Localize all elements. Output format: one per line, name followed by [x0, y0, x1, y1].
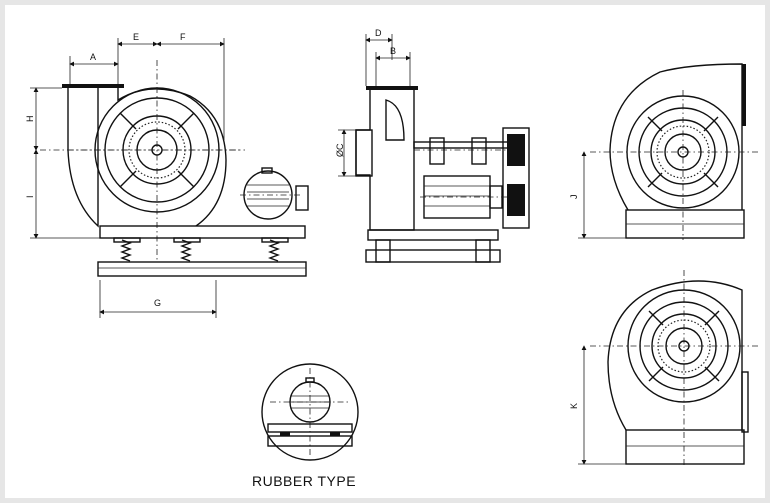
rear-view-top: J — [569, 63, 760, 240]
outlet-flange — [62, 84, 124, 88]
rubber-type-detail: RUBBER TYPE — [252, 363, 359, 489]
dim-d-label: D — [375, 28, 382, 38]
bearings — [429, 137, 487, 165]
rubber-type-caption: RUBBER TYPE — [252, 473, 356, 489]
dim-h-label: H — [25, 116, 35, 123]
motor — [240, 167, 309, 220]
vibration-springs — [113, 237, 289, 262]
base-frame — [99, 225, 306, 239]
front-view: A E F H I G — [25, 32, 309, 318]
dim-a-label: A — [90, 52, 96, 62]
rear-view-bottom: K — [569, 270, 760, 466]
side-outlet-flange — [366, 86, 418, 90]
scroll-casing — [67, 88, 227, 228]
side-motor — [420, 175, 510, 219]
dim-c-label: ØC — [335, 143, 345, 157]
dim-i-label: I — [25, 195, 35, 198]
foundation-frame — [97, 261, 307, 277]
dim-e-label: E — [133, 32, 139, 42]
dim-b-label: B — [390, 46, 396, 56]
dim-k-label: K — [569, 403, 579, 409]
dim-f-label: F — [180, 32, 186, 42]
dim-j-label: J — [569, 195, 579, 200]
pulleys — [502, 127, 530, 229]
dim-g-label: G — [154, 298, 161, 308]
side-view: D B ØC — [335, 28, 530, 263]
